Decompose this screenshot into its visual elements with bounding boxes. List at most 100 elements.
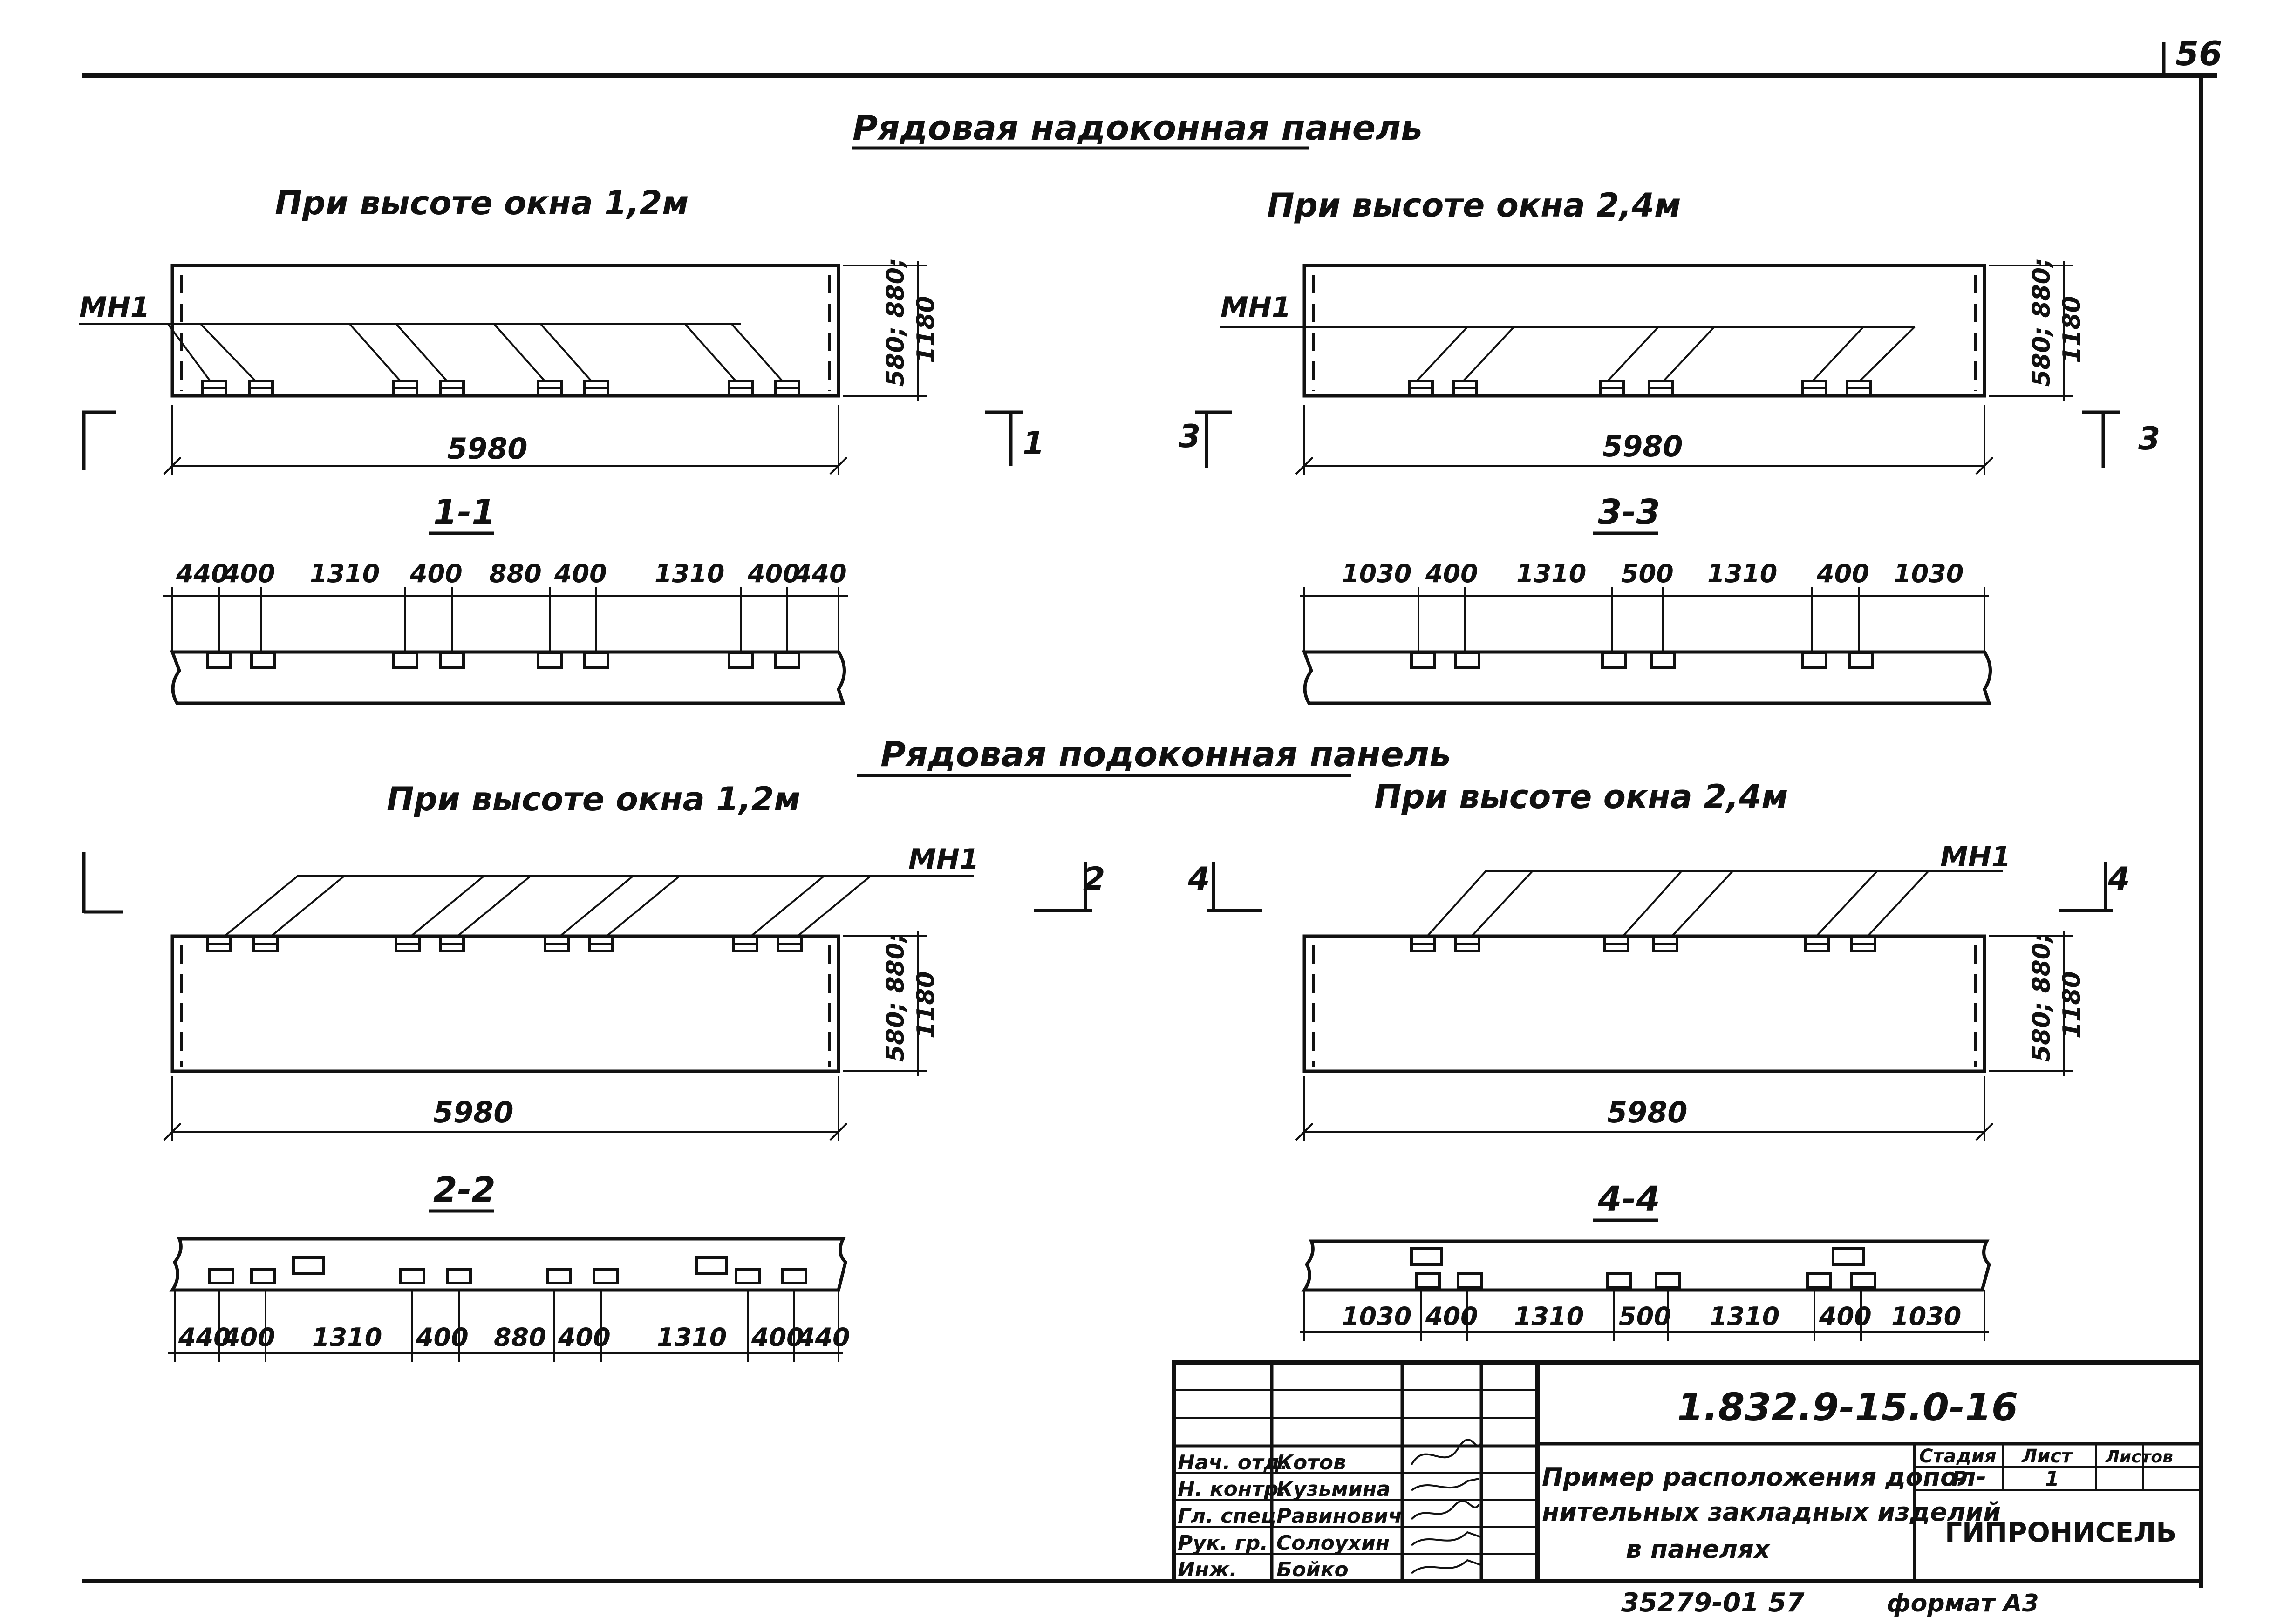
top-left-panel: МН1 5980 580; 8 <box>79 258 1044 475</box>
mark-label: МН1 <box>1220 291 1291 324</box>
section-marker-1-right: 1 <box>985 410 1044 466</box>
svg-text:400: 400 <box>222 559 275 588</box>
section-1-1: 1-1 440 400 1310 400 880 400 1310 400 44… <box>163 492 848 705</box>
signature-names: Котов Кузьмина Равинович Солоухин Бойко <box>1276 1451 1402 1582</box>
embedded-parts <box>201 380 800 397</box>
svg-text:1030: 1030 <box>1891 1302 1961 1331</box>
svg-text:1030: 1030 <box>1894 559 1964 588</box>
signature-roles: Нач. отд. Н. контр. Гл. спец. Рук. гр. И… <box>1178 1451 1288 1582</box>
svg-text:1310: 1310 <box>655 559 724 588</box>
embedded-parts <box>1410 935 1876 952</box>
section-marker-2-left <box>82 852 123 914</box>
svg-text:1030: 1030 <box>1342 559 1411 588</box>
embedded-parts <box>206 935 803 952</box>
svg-text:1310: 1310 <box>657 1323 727 1352</box>
dimension-labels: 1030 400 1310 500 1310 400 1030 <box>1342 559 1964 588</box>
svg-text:Инж.: Инж. <box>1178 1558 1237 1582</box>
mark-label: МН1 <box>79 291 150 324</box>
svg-text:4: 4 <box>2107 861 2130 897</box>
svg-text:Кузьмина: Кузьмина <box>1276 1477 1391 1501</box>
section-marker-4-left: 4 <box>1187 861 1262 912</box>
panel-length: 5980 <box>1602 429 1683 463</box>
svg-text:400: 400 <box>751 1323 804 1352</box>
bottom-section-title: Рядовая подоконная панель <box>880 734 1451 775</box>
panel-height-2: 1180 <box>2058 296 2086 363</box>
svg-text:440: 440 <box>178 1323 231 1352</box>
signatures <box>1411 1439 1482 1574</box>
svg-text:400: 400 <box>222 1323 275 1352</box>
svg-text:Солоухин: Солоухин <box>1276 1531 1390 1555</box>
format-label: формат А3 <box>1887 1590 2039 1617</box>
svg-text:400: 400 <box>747 559 800 588</box>
bottom-left-panel: МН1 5980 580; 8 <box>82 843 1105 1141</box>
leader-lines <box>1411 326 1916 387</box>
leader-lines <box>218 875 872 942</box>
leader-lines <box>167 323 788 387</box>
sheet-value: 1 <box>2045 1467 2059 1491</box>
section-title: 3-3 <box>1598 492 1660 532</box>
svg-text:440: 440 <box>176 559 229 588</box>
title-block: 1.832.9-15.0-16 Нач. отд. Н. контр. Гл. … <box>1172 1360 2203 1583</box>
top-left-caption: При высоте окна 1,2м <box>275 184 689 222</box>
section-2-2: 2-2 440 400 1310 400 880 400 1310 <box>168 1170 850 1362</box>
section-title: 4-4 <box>1597 1179 1660 1219</box>
page-number: 56 <box>2175 34 2222 73</box>
bottom-right-panel: МН1 5980 580; 880; 1180 4 <box>1187 841 2130 1141</box>
panel-length: 5980 <box>1607 1095 1688 1129</box>
svg-text:440: 440 <box>797 1323 850 1352</box>
sheets-header: Листов <box>2105 1447 2173 1467</box>
svg-text:1030: 1030 <box>1342 1302 1411 1331</box>
section-3-3: 3-3 1030 400 1310 500 1310 400 1030 <box>1300 492 1992 705</box>
svg-text:400: 400 <box>409 559 463 588</box>
description-line-2: нительных закладных изделий <box>1542 1497 2001 1527</box>
section-marker-2-right: 2 <box>1034 861 1105 912</box>
svg-text:400: 400 <box>1425 559 1478 588</box>
svg-text:1310: 1310 <box>1516 559 1586 588</box>
panel-height-1: 580; 880; <box>882 933 910 1062</box>
section-marker-3-left: 3 <box>1179 410 1232 468</box>
description-line-3: в панелях <box>1626 1535 1771 1564</box>
embedded-parts <box>1408 380 1872 397</box>
svg-text:Гл. спец.: Гл. спец. <box>1178 1504 1284 1528</box>
svg-text:Котов: Котов <box>1276 1451 1346 1475</box>
archive-number: 35279-01 57 <box>1621 1588 1804 1618</box>
bottom-left-caption: При высоте окна 1,2м <box>387 780 801 818</box>
dimension-labels: 440 400 1310 400 880 400 1310 400 440 <box>178 1323 850 1352</box>
stage-value: Р <box>1952 1467 1967 1491</box>
panel-length: 5980 <box>447 432 528 466</box>
organization: ГИПРОНИСЕЛЬ <box>1945 1516 2177 1548</box>
leader-lines <box>1422 870 1929 942</box>
panel-height-1: 580; 880; <box>2028 933 2056 1062</box>
svg-text:Нач. отд.: Нач. отд. <box>1178 1451 1288 1475</box>
panel-height-2: 1180 <box>912 971 940 1039</box>
svg-text:1310: 1310 <box>1514 1302 1584 1331</box>
sheet-header: Лист <box>2021 1446 2073 1467</box>
top-section-title: Рядовая надоконная панель <box>852 108 1423 148</box>
document-code: 1.832.9-15.0-16 <box>1677 1386 2018 1430</box>
stage-header: Стадия <box>1919 1446 1997 1467</box>
description-line-1: Пример расположения допол- <box>1542 1462 1986 1492</box>
dimension-labels: 1030 400 1310 500 1310 400 1030 <box>1342 1302 1961 1331</box>
svg-text:500: 500 <box>1619 1302 1671 1331</box>
dimension-labels: 440 400 1310 400 880 400 1310 400 440 <box>176 559 847 588</box>
section-marker-3-right: 3 <box>2082 410 2160 468</box>
top-right-panel: МН1 5980 580; 880; 1180 3 <box>1179 258 2160 475</box>
svg-text:1310: 1310 <box>1710 1302 1779 1331</box>
section-4-4: 4-4 1030 400 1310 500 1310 400 1030 <box>1300 1179 1991 1341</box>
svg-text:880: 880 <box>489 559 542 588</box>
svg-text:Равинович: Равинович <box>1276 1504 1402 1528</box>
svg-text:400: 400 <box>554 559 607 588</box>
top-right-caption: При высоте окна 2,4м <box>1267 186 1681 224</box>
panel-height-2: 1180 <box>912 296 940 363</box>
svg-text:400: 400 <box>1819 1302 1872 1331</box>
section-title: 2-2 <box>433 1170 496 1210</box>
section-marker-1-left <box>82 410 116 470</box>
svg-text:3: 3 <box>1179 418 1200 455</box>
mark-label: МН1 <box>908 843 979 876</box>
svg-text:400: 400 <box>1425 1302 1478 1331</box>
mark-label: МН1 <box>1940 841 2011 873</box>
footer: 35279-01 57 формат А3 <box>1621 1588 2039 1618</box>
panel-length: 5980 <box>433 1095 514 1129</box>
svg-text:500: 500 <box>1621 559 1674 588</box>
